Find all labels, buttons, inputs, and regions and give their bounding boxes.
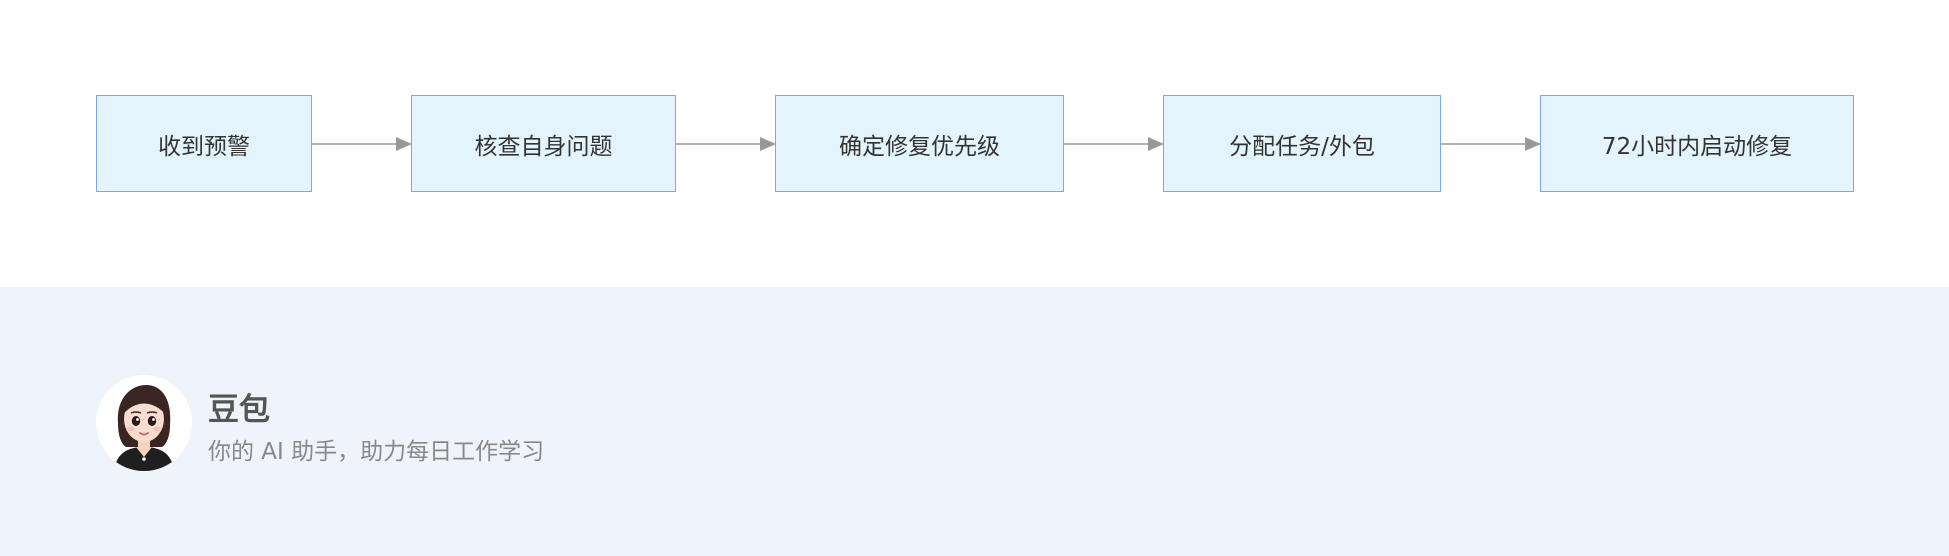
flow-node-receive-alert: 收到预警: [96, 95, 312, 192]
brand-tagline: 你的 AI 助手，助力每日工作学习: [208, 439, 545, 465]
flow-node-assign-tasks: 分配任务/外包: [1163, 95, 1441, 192]
avatar-illustration-icon: [96, 375, 192, 471]
avatar: [96, 375, 192, 471]
footer-brand-bar: 豆包 你的 AI 助手，助力每日工作学习: [0, 287, 1949, 556]
brand-name: 豆包: [208, 392, 270, 428]
flow-node-start-repair: 72小时内启动修复: [1540, 95, 1854, 192]
flow-node-check-own-issues: 核查自身问题: [411, 95, 676, 192]
flowchart: 收到预警 核查自身问题 确定修复优先级 分配任务/外包 72小时内启动修复: [96, 95, 1854, 192]
flow-node-set-priority: 确定修复优先级: [775, 95, 1064, 192]
